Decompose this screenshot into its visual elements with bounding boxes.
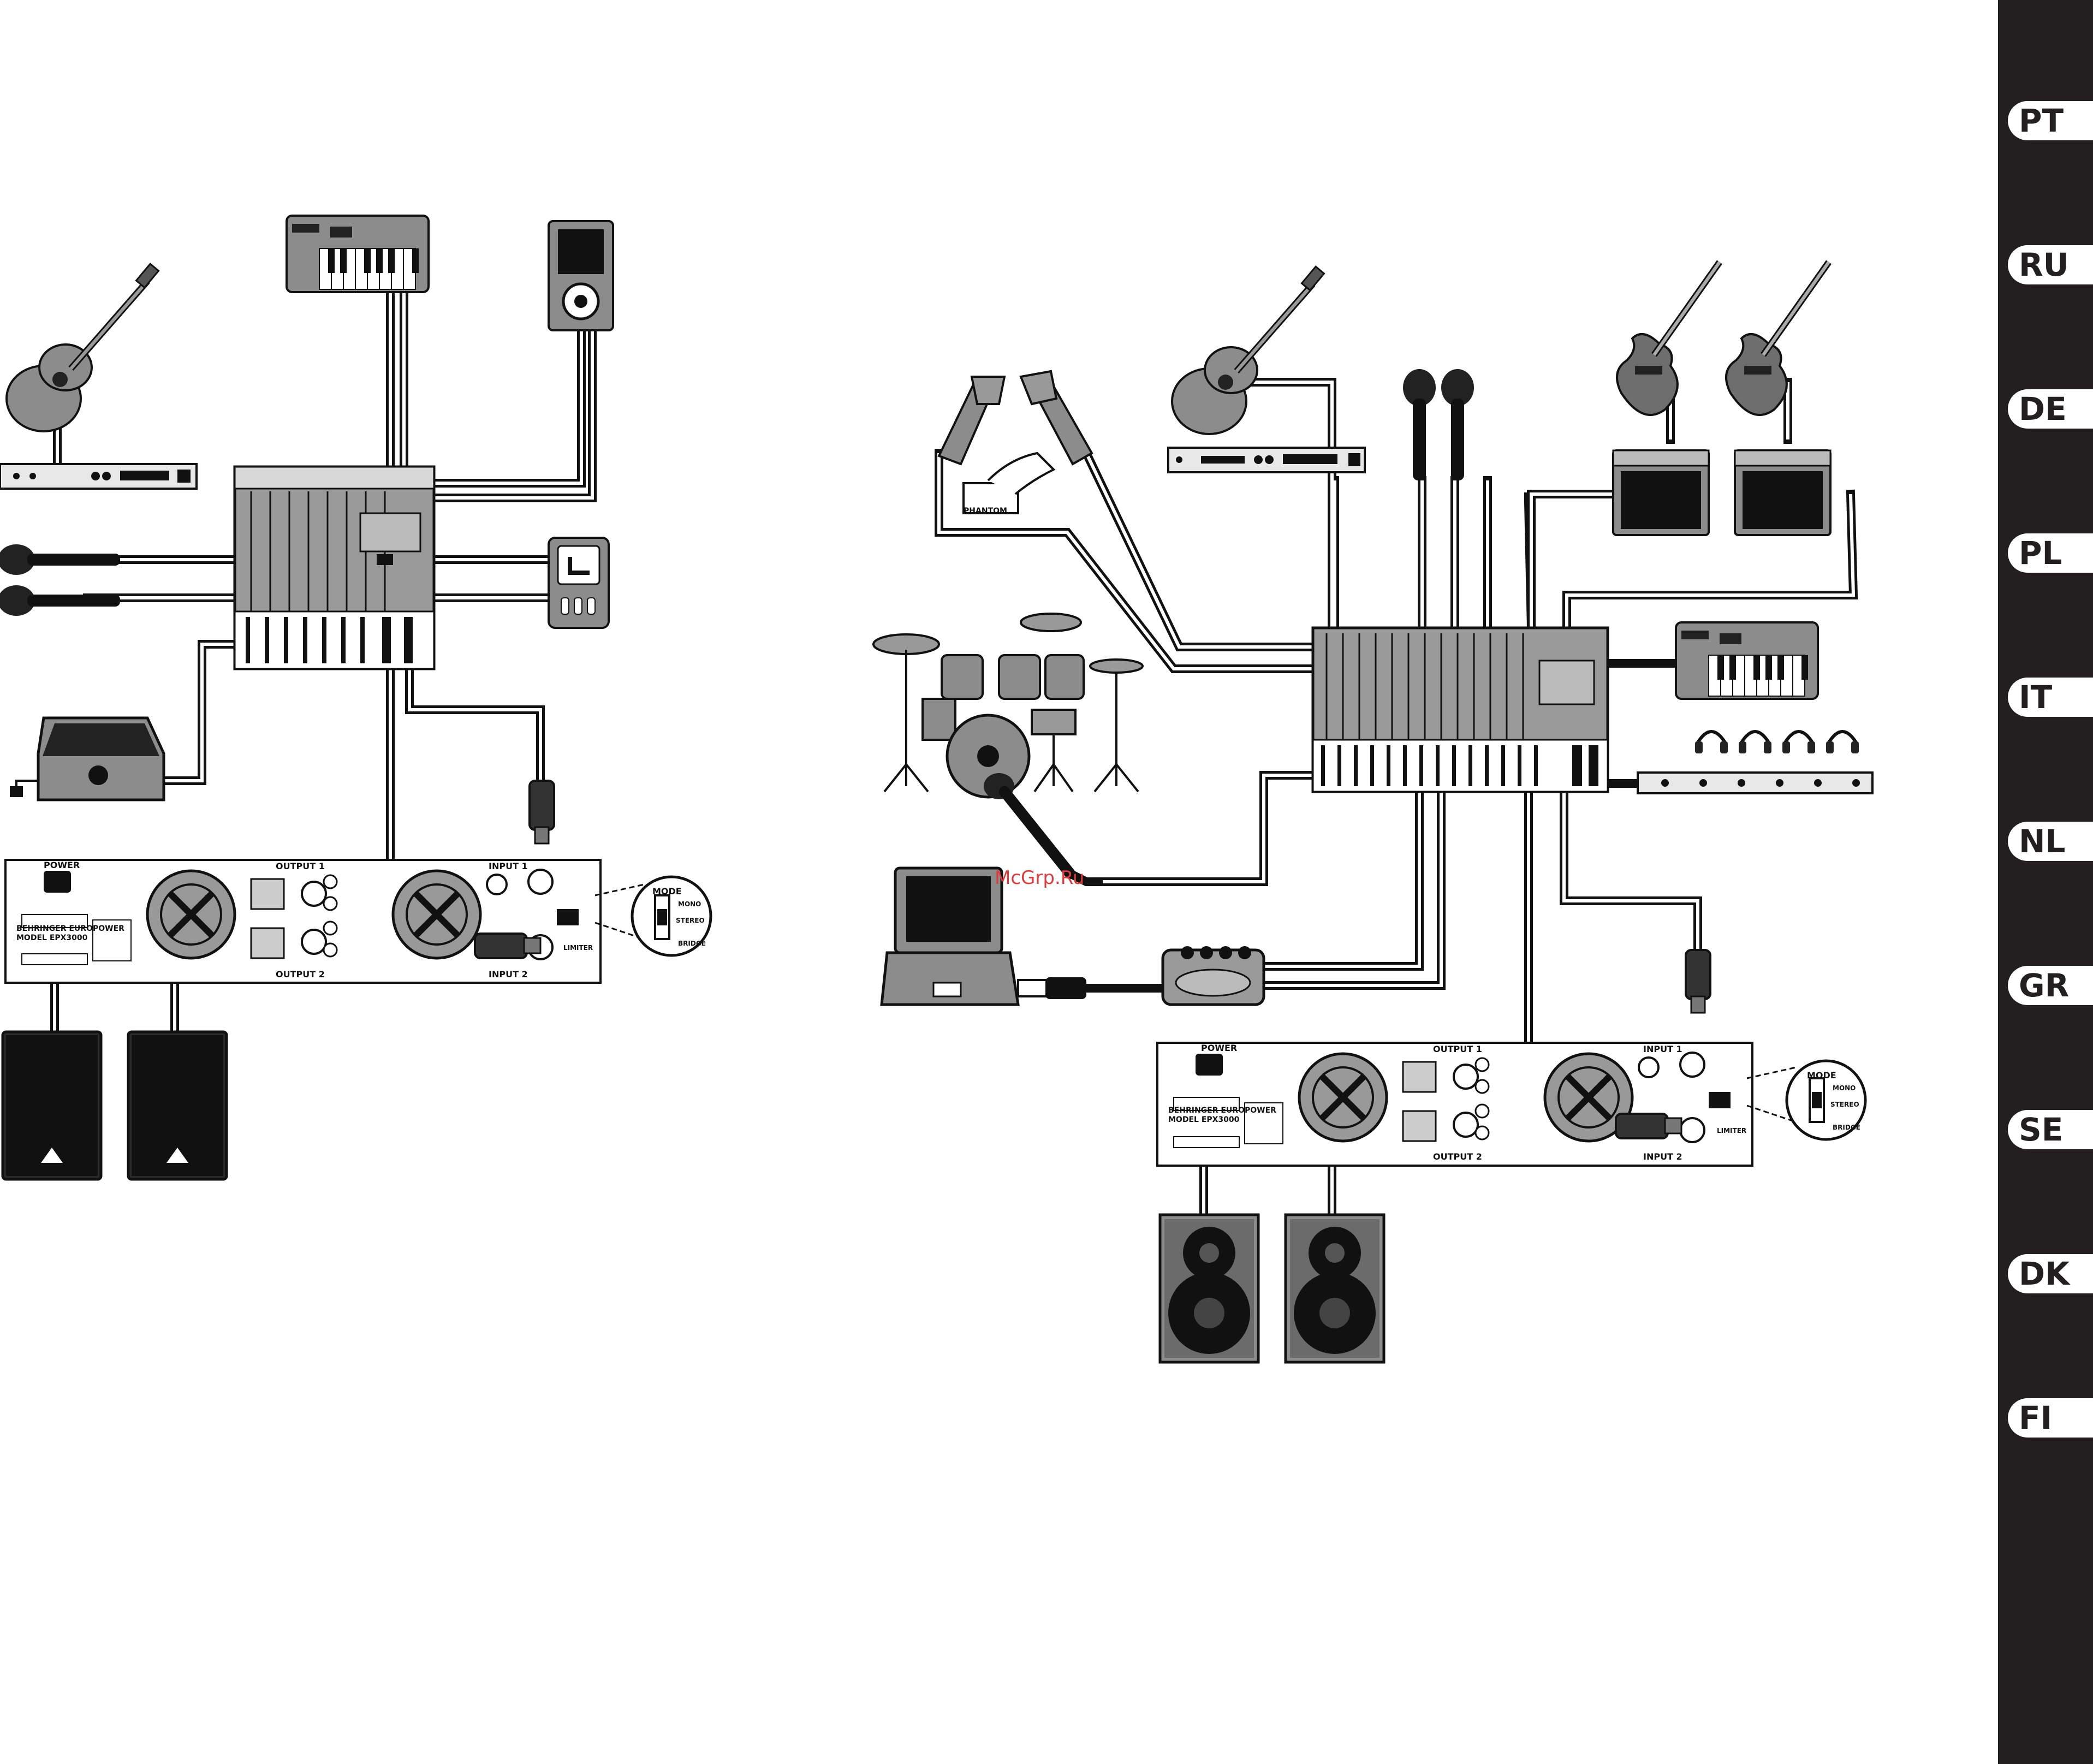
amp2-label-limiter: LIMITER	[1717, 1127, 1746, 1135]
usb-plug-icon	[1018, 977, 1086, 999]
amp2-label-output1: OUTPUT 1	[1433, 1044, 1482, 1054]
amp-label-output2: OUTPUT 2	[276, 969, 325, 979]
amp2-label-output2: OUTPUT 2	[1433, 1151, 1482, 1162]
acoustic-guitar-icon	[7, 264, 159, 431]
drum-kit-icon	[873, 614, 1143, 797]
lang-tab-pt[interactable]: PT	[2008, 101, 2093, 140]
mp3-player-icon	[549, 221, 613, 330]
condenser-mic-1-icon	[939, 377, 1004, 464]
language-sidebar: PT RU DE PL IT NL GR SE DK FI	[1998, 0, 2093, 1764]
subwoofer-icon	[10, 718, 164, 800]
headphones-3-icon	[1782, 732, 1815, 753]
headphones-4-icon	[1826, 732, 1859, 753]
mode2-mono: MONO	[1833, 1084, 1856, 1092]
guitar-amp-2-icon	[1735, 450, 1830, 535]
amp-label-model: MODEL EPX3000	[16, 934, 88, 942]
vocal-mic-2-icon	[0, 585, 120, 616]
di-box-icon	[549, 538, 609, 628]
rack-processor-icon	[0, 464, 197, 489]
amp2-label-input2: INPUT 2	[1643, 1151, 1682, 1162]
vocal-mic-4-icon	[1441, 369, 1474, 480]
power-amplifier	[5, 860, 600, 983]
lang-tab-nl[interactable]: NL	[2008, 822, 2093, 861]
mixer-small-icon	[235, 467, 434, 669]
midi-keyboard-icon	[287, 216, 429, 292]
phantom-label: PHANTOM	[964, 507, 1007, 515]
amp-label-limiter: LIMITER	[563, 944, 593, 952]
amp2-label-model: MODEL EPX3000	[1168, 1115, 1240, 1124]
lang-tab-de[interactable]: DE	[2008, 389, 2093, 429]
mode-bridge: BRIDGE	[678, 940, 706, 947]
headphones-1-icon	[1695, 732, 1728, 753]
power-amplifier-2	[1157, 1043, 1752, 1166]
pa-speaker-right-icon	[128, 1032, 227, 1179]
bass-guitar-icon	[1726, 262, 1829, 415]
phantom-hand-icon	[964, 453, 1054, 513]
audio-interface-icon	[1163, 946, 1264, 1005]
rack-processor-2-icon	[1168, 448, 1365, 472]
mode2-bridge: BRIDGE	[1833, 1124, 1860, 1131]
left-setup: POWER BEHRINGER EUROPOWER MODEL EPX3000 …	[0, 216, 711, 1179]
electric-guitar-icon	[1617, 262, 1720, 415]
mode-mono: MONO	[678, 900, 701, 908]
watermark: McGrp.Ru	[995, 867, 1084, 889]
mixer-large-icon	[1313, 628, 1608, 792]
xlr-plug-2-icon	[1686, 950, 1710, 1013]
mode2-title: MODE	[1807, 1070, 1836, 1080]
midi-keyboard-2-icon	[1676, 622, 1818, 699]
lang-tab-dk[interactable]: DK	[2008, 1254, 2093, 1293]
guitar-amp-1-icon	[1613, 450, 1709, 535]
lang-tab-pl[interactable]: PL	[2008, 533, 2093, 573]
amp-label-input1: INPUT 1	[489, 861, 528, 871]
acoustic-guitar-icon-2	[1172, 266, 1324, 434]
lang-tab-fi[interactable]: FI	[2008, 1398, 2093, 1438]
lang-tab-ru[interactable]: RU	[2008, 245, 2093, 284]
lang-tab-gr[interactable]: GR	[2008, 966, 2093, 1005]
mode-callout: MODE MONO STEREO BRIDGE	[632, 877, 711, 955]
amp-label-output1: OUTPUT 1	[276, 861, 325, 871]
kick-mic-icon	[984, 773, 1070, 874]
vocal-mic-1-icon	[0, 544, 120, 575]
amp-label-input2: INPUT 2	[489, 969, 528, 979]
vocal-mic-3-icon	[1403, 369, 1436, 480]
amp-label-brand: BEHRINGER EUROPOWER	[16, 924, 124, 933]
amp-label-power: POWER	[44, 860, 80, 870]
mode-callout-2: MODE MONO STEREO BRIDGE	[1787, 1061, 1865, 1139]
xlr-plug-icon	[530, 781, 554, 844]
lang-tab-it[interactable]: IT	[2008, 678, 2093, 717]
amp2-label-power: POWER	[1201, 1043, 1237, 1053]
pa-speaker-left-icon	[3, 1032, 101, 1179]
lang-tab-se[interactable]: SE	[2008, 1110, 2093, 1149]
mode2-stereo: STEREO	[1830, 1101, 1859, 1108]
headphone-amp-icon	[1638, 773, 1872, 793]
headphones-2-icon	[1739, 732, 1771, 753]
mode-title: MODE	[652, 886, 682, 896]
amp2-label-input1: INPUT 1	[1643, 1044, 1682, 1054]
studio-monitor-left-icon	[1160, 1215, 1258, 1362]
studio-monitor-right-icon	[1286, 1215, 1384, 1362]
amp2-label-brand: BEHRINGER EUROPOWER	[1168, 1106, 1276, 1115]
right-setup: PHANTOM	[873, 262, 1872, 1362]
condenser-mic-2-icon	[1021, 371, 1092, 464]
mode-stereo: STEREO	[676, 917, 705, 924]
